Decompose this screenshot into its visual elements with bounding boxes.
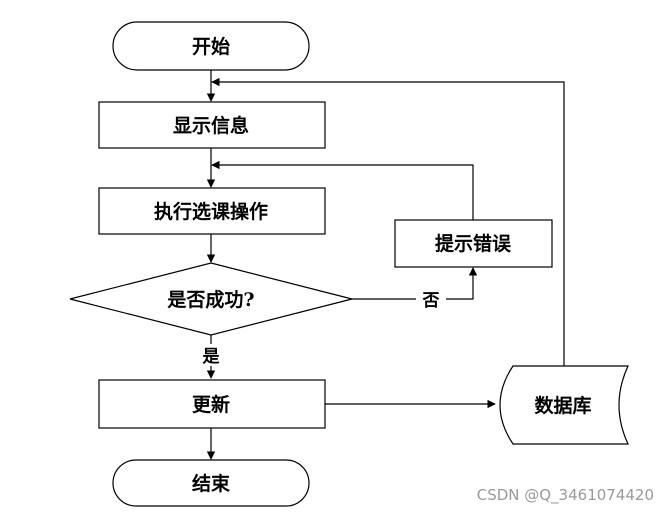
update-node: 更新 — [98, 379, 326, 429]
database-node: 数据库 — [499, 365, 629, 445]
watermark-text: CSDN @Q_3461074420 — [477, 486, 654, 505]
yes-label: 是 — [203, 347, 220, 367]
select-course-label: 执行选课操作 — [154, 200, 268, 223]
start-label: 开始 — [192, 35, 230, 58]
select-course-node: 执行选课操作 — [98, 187, 326, 235]
edge-decision-no — [352, 267, 478, 300]
yes-label-bg — [199, 344, 225, 366]
start-node: 开始 — [112, 21, 310, 71]
decision-node: 是否成功? — [69, 262, 353, 336]
edge-database-loop — [211, 77, 565, 366]
no-label-bg — [416, 288, 446, 310]
decision-label: 是否成功? — [167, 288, 254, 311]
update-label: 更新 — [192, 393, 230, 416]
show-info-label: 显示信息 — [173, 114, 249, 137]
show-info-node: 显示信息 — [98, 101, 326, 149]
error-node: 提示错误 — [394, 219, 553, 268]
end-node: 结束 — [112, 459, 310, 507]
no-label: 否 — [422, 291, 440, 311]
end-label: 结束 — [192, 472, 231, 495]
database-label: 数据库 — [534, 394, 591, 417]
error-label: 提示错误 — [435, 232, 512, 255]
edge-error-loop — [211, 160, 474, 220]
